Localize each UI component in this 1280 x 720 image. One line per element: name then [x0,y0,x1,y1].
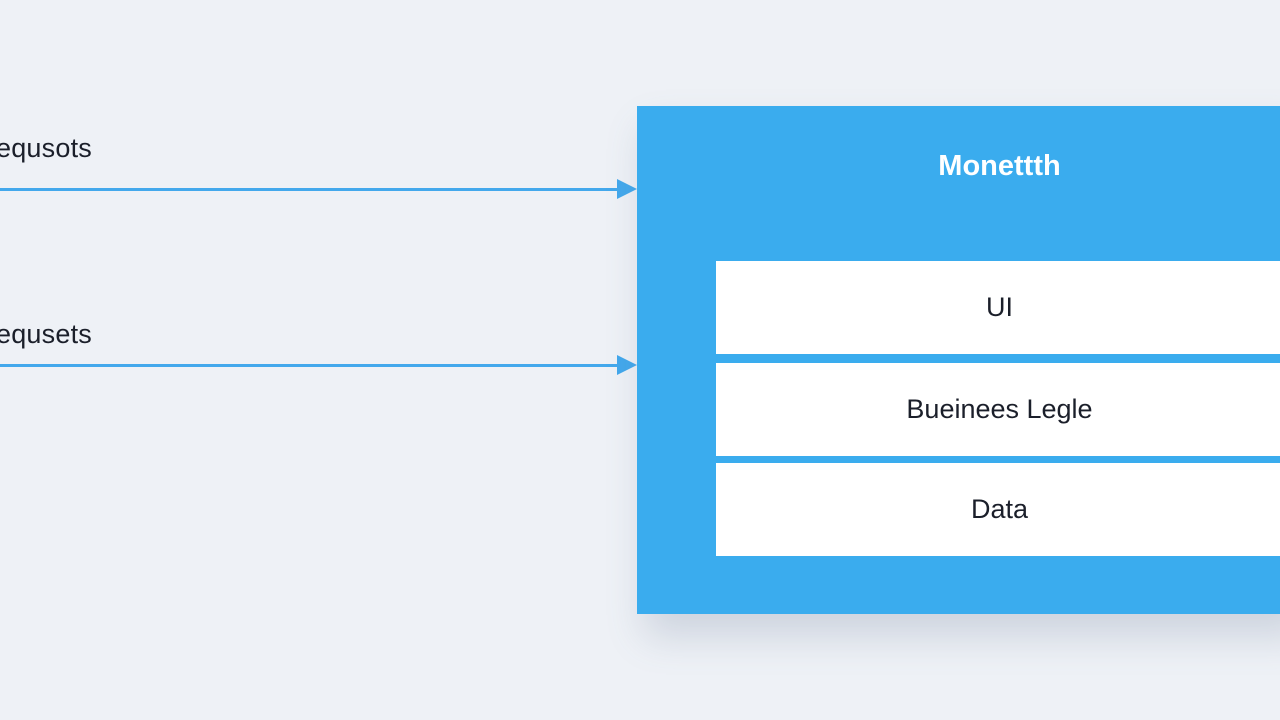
monolith-box: Monettth UI Bueinees Legle Data [637,106,1280,614]
layer-business-logic: Bueinees Legle [716,363,1280,456]
arrow-head-icon [617,355,637,375]
layer-ui: UI [716,261,1280,354]
layer-data: Data [716,463,1280,556]
layer-label: UI [986,292,1013,322]
layer-label: Bueinees Legle [906,394,1093,424]
incoming-arrow-2-line [0,364,620,367]
incoming-label-1: equsots [0,133,92,163]
layer-label: Data [970,494,1029,524]
incoming-arrow-1-line [0,188,620,191]
monolith-title: Monettth [938,150,1061,182]
arrow-head-icon [617,179,637,199]
incoming-label-2: equsets [0,319,92,349]
